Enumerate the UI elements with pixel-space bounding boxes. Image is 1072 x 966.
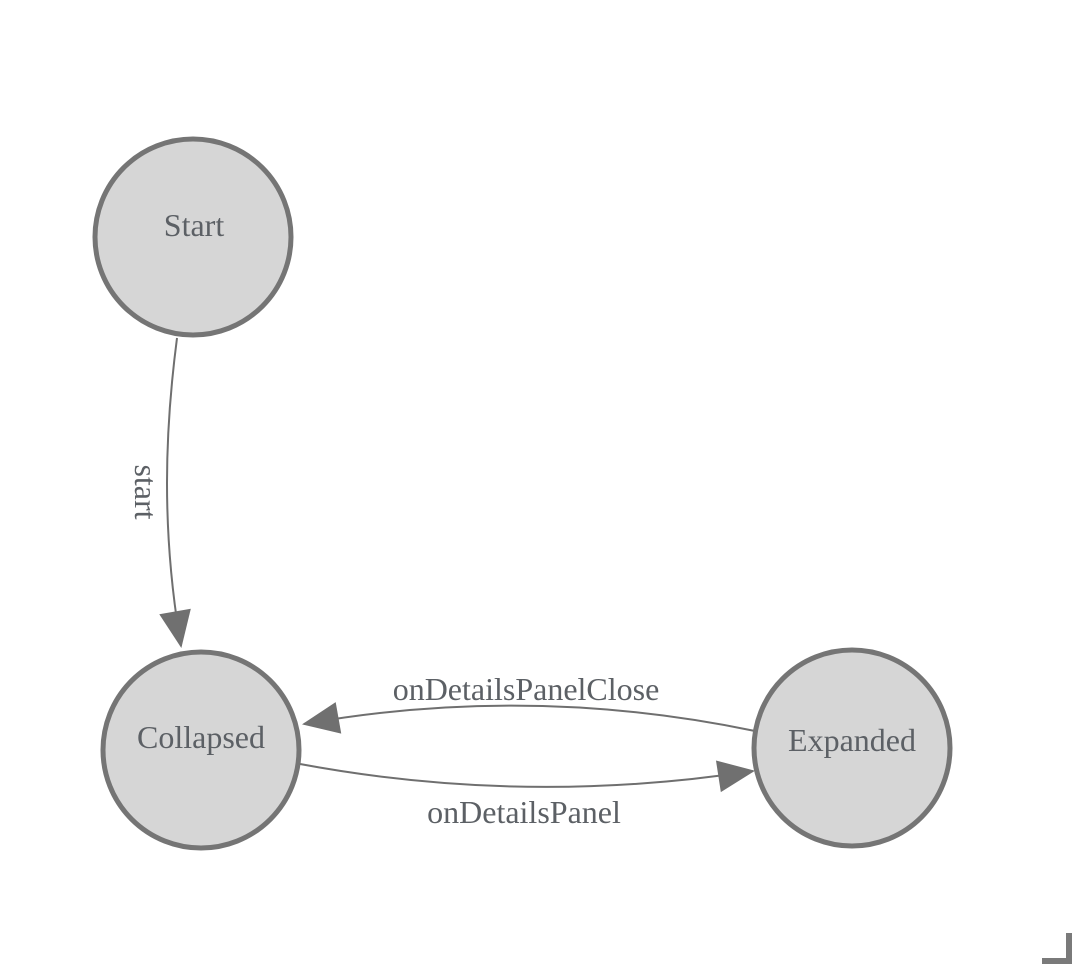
resize-corner-vertical-bar[interactable]	[1066, 933, 1072, 964]
state-node-start[interactable]: Start	[92, 136, 294, 338]
transition-label-ondetailspanelclose: onDetailsPanelClose	[393, 671, 660, 707]
state-circle-collapsed[interactable]	[100, 649, 302, 851]
state-node-collapsed[interactable]: Collapsed	[100, 649, 302, 851]
transition-start-arrow	[159, 337, 191, 648]
transition-ondetailspanelclose-arrow	[302, 702, 756, 734]
transition-ondetailspanel-arrow	[299, 760, 755, 793]
transition-expanded-to-collapsed: onDetailsPanelClose	[302, 671, 756, 734]
transition-start-to-collapsed: start	[128, 337, 191, 648]
state-label-start: Start	[164, 207, 225, 243]
transition-collapsed-to-expanded: onDetailsPanel	[299, 760, 755, 830]
state-node-expanded[interactable]: Expanded	[751, 647, 953, 849]
state-circle-expanded[interactable]	[751, 647, 953, 849]
state-label-expanded: Expanded	[788, 722, 916, 758]
state-label-collapsed: Collapsed	[137, 719, 265, 755]
transition-label-start: start	[128, 464, 164, 519]
state-circle-start[interactable]	[92, 136, 294, 338]
transition-label-ondetailspanel: onDetailsPanel	[427, 794, 621, 830]
resize-corner[interactable]	[1042, 933, 1072, 964]
resize-corner-horizontal-bar[interactable]	[1042, 958, 1072, 964]
